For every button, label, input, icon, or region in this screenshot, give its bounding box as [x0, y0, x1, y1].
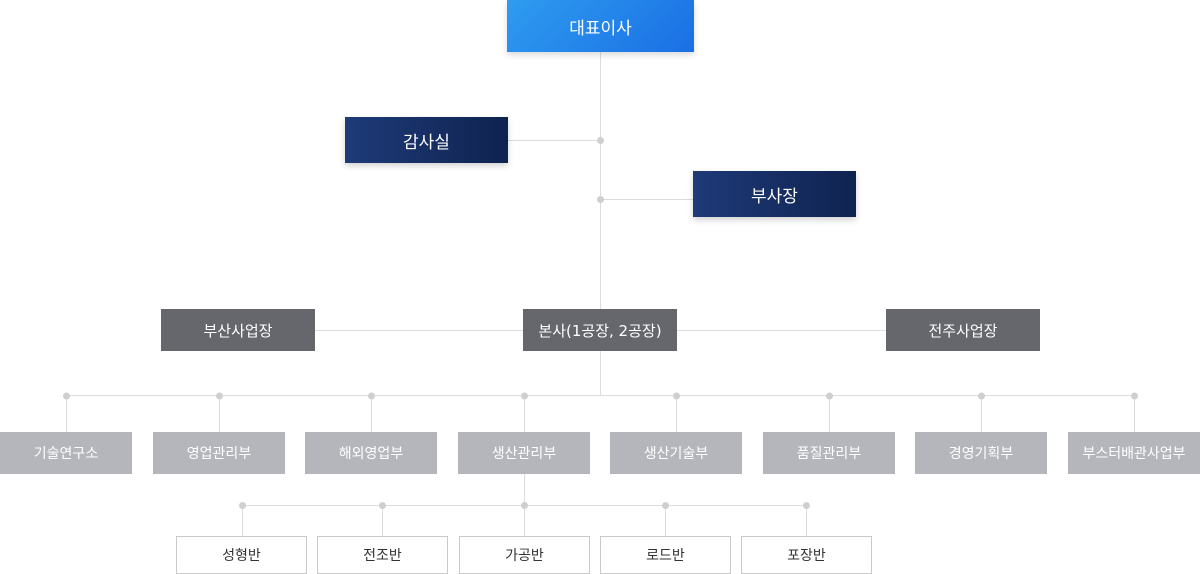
- junction-dot: [826, 392, 833, 400]
- team-box: 전조반: [317, 536, 448, 574]
- dept-box: 생산기술부: [610, 432, 742, 474]
- junction-dot: [597, 137, 604, 144]
- junction-dot: [521, 502, 528, 509]
- team-box: 가공반: [459, 536, 590, 574]
- junction-dot: [978, 392, 985, 400]
- dept-box: 부스터배관사업부: [1068, 432, 1200, 474]
- junction-dot: [673, 392, 680, 400]
- site-hq-box: 본사(1공장, 2공장): [523, 309, 677, 351]
- junction-dot: [597, 196, 604, 203]
- dept-box: 품질관리부: [763, 432, 895, 474]
- site-busan-box: 부산사업장: [161, 309, 315, 351]
- junction-dot: [379, 502, 386, 509]
- dept-box: 경영기획부: [915, 432, 1047, 474]
- junction-dot: [662, 502, 669, 509]
- junction-dot: [63, 392, 70, 400]
- audit-office-box: 감사실: [345, 117, 508, 163]
- junction-dot: [216, 392, 223, 400]
- ceo-box: 대표이사: [507, 0, 694, 52]
- junction-dot: [803, 502, 810, 509]
- vice-president-box: 부사장: [693, 171, 856, 217]
- dept-box: 해외영업부: [305, 432, 437, 474]
- team-box: 로드반: [600, 536, 731, 574]
- dept-box: 생산관리부: [458, 432, 590, 474]
- junction-dot: [239, 502, 246, 509]
- site-jeonju-box: 전주사업장: [886, 309, 1040, 351]
- team-box: 포장반: [741, 536, 872, 574]
- junction-dot: [368, 392, 375, 400]
- dept-box: 기술연구소: [0, 432, 132, 474]
- junction-dot: [521, 392, 528, 400]
- team-box: 성형반: [176, 536, 307, 574]
- dept-box: 영업관리부: [153, 432, 285, 474]
- junction-dot: [1131, 392, 1138, 400]
